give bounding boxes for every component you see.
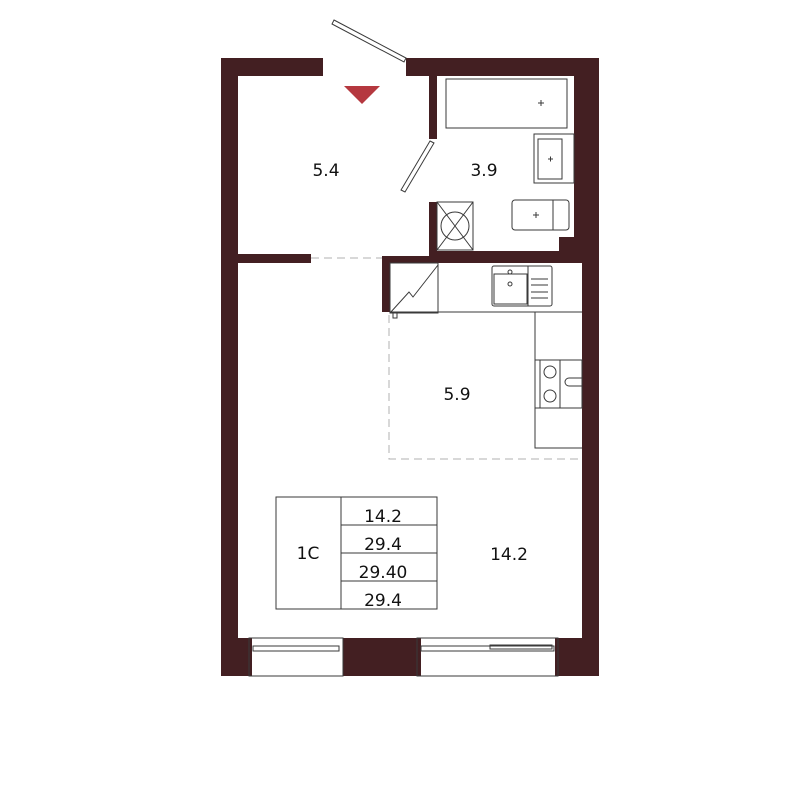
summary-table: 1С 14.2 29.4 29.40 29.4 [275,496,438,611]
apartment-type: 1С [297,544,320,564]
entrance-marker-icon [344,86,380,104]
kitchen-sink-icon [491,265,553,307]
bathtub-icon [445,78,568,129]
summary-value-total-precise: 29.40 [359,563,408,583]
toilet-icon [511,199,570,231]
window-left [248,637,344,677]
stove-icon [534,359,583,409]
bathroom-door [400,140,435,193]
room-area-living: 14.2 [490,545,528,565]
entrance-door [331,19,407,63]
summary-value-total: 29.4 [364,535,402,555]
window-right [416,637,559,677]
summary-value-area: 29.4 [364,591,402,611]
room-area-hallway: 5.4 [312,161,339,181]
counter-side [534,312,582,449]
ventilation-shaft-icon [436,201,474,251]
room-area-kitchen: 5.9 [443,385,470,405]
room-area-bathroom: 3.9 [470,161,497,181]
walls [221,58,599,676]
kitchen-zone-outline [388,315,582,460]
tall-cabinet-icon [389,262,439,319]
bathroom-sink-icon [533,133,575,184]
summary-value-living: 14.2 [364,507,402,527]
